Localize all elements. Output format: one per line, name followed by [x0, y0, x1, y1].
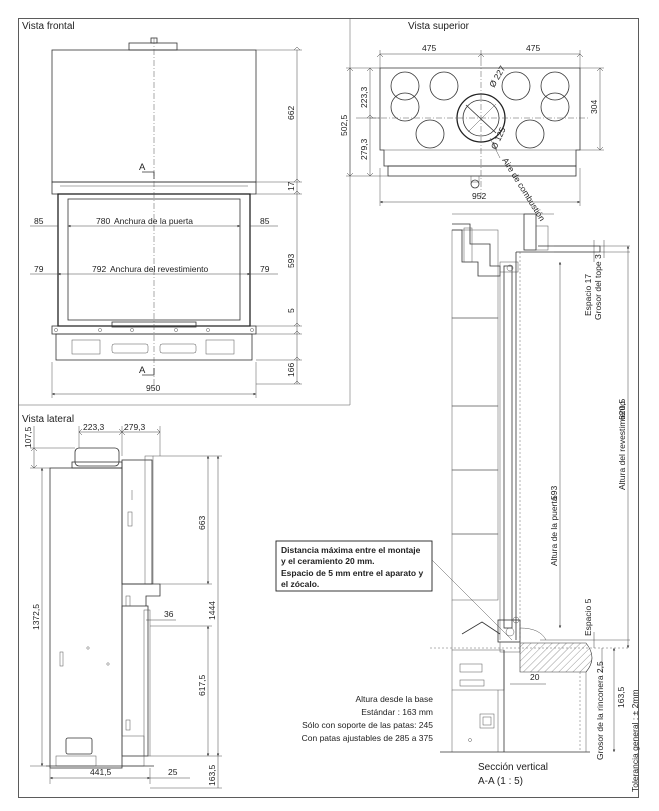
side-dim-25: 25 — [168, 767, 178, 777]
section-view: 620,5 Altura del revestimiento 593 Altur… — [275, 213, 640, 792]
base-note-standard: Estándar : 163 mm — [361, 707, 433, 717]
front-base-opening-2 — [111, 343, 149, 354]
section-note-line-3: Espacio de 5 mm entre el aparato y — [281, 568, 423, 578]
side-dim-1372-5: 1372,5 — [31, 604, 41, 630]
side-dim-663: 663 — [197, 516, 207, 530]
top-circle-5 — [390, 92, 420, 122]
section-door-height-value: 593 — [549, 486, 559, 500]
top-view-title: Vista superior — [408, 21, 470, 32]
top-circle-6 — [540, 92, 570, 122]
top-circle-2 — [429, 71, 459, 101]
section-cladding-height-value: 620,5 — [617, 398, 627, 420]
front-dim-662: 662 — [286, 106, 296, 120]
side-flue — [74, 447, 120, 467]
base-note-support: Sólo con soporte de las patas: 245 — [302, 720, 433, 730]
base-height-note: Altura desde la base Estándar : 163 mm S… — [302, 694, 434, 743]
front-dim-5: 5 — [286, 308, 296, 313]
side-front-lower — [121, 605, 149, 757]
side-dim-163-5: 163,5 — [207, 764, 217, 786]
section-corner-label: Grosor de la rinconera 2,5 — [595, 661, 605, 760]
top-front-strip — [387, 165, 577, 177]
top-body-outline — [379, 67, 581, 167]
section-door-height-label: Altura de la puerta — [549, 496, 559, 566]
front-base-opening-4 — [205, 339, 235, 355]
section-note-line-1: Distancia máxima entre el montaje — [281, 545, 421, 555]
side-rear-body — [49, 467, 123, 769]
top-circle-8 — [515, 119, 545, 149]
front-flue-collar — [128, 42, 178, 51]
section-note-line-4: el zócalo. — [281, 579, 319, 589]
front-door-glass — [67, 198, 241, 321]
front-dim-780: 780 — [96, 216, 110, 226]
side-dim-279-3: 279,3 — [124, 422, 146, 432]
front-dim-792: 792 — [92, 264, 106, 274]
front-base-opening-1 — [71, 339, 101, 355]
section-space-top-label: Espacio 17 — [583, 274, 593, 316]
front-dim-166: 166 — [286, 363, 296, 377]
top-circle-1 — [390, 71, 420, 101]
section-hearth — [519, 642, 593, 673]
base-note-adjustable: Con patas ajustables de 285 a 375 — [302, 733, 434, 743]
side-dim-617-5: 617,5 — [197, 674, 207, 696]
front-dim-left-79: 79 — [34, 264, 44, 274]
section-marker-bottom: A — [139, 365, 146, 376]
front-view-title: Vista frontal — [22, 21, 75, 32]
section-title: Sección vertical — [478, 762, 548, 773]
front-dim-593: 593 — [286, 254, 296, 268]
top-dim-475-right: 475 — [526, 43, 540, 53]
side-dim-36: 36 — [164, 609, 174, 619]
side-view: Vista lateral 223,3 279,3 — [22, 414, 222, 789]
side-dim-107-5: 107,5 — [23, 426, 33, 448]
front-dim-left-85: 85 — [34, 216, 44, 226]
top-circle-3 — [501, 71, 531, 101]
front-dim-right-85: 85 — [260, 216, 270, 226]
section-note-line-2: y el ceramiento 20 mm. — [281, 556, 375, 566]
section-note-box — [275, 540, 433, 592]
front-dim-950: 950 — [146, 383, 160, 393]
top-dim-279-3: 279,3 — [359, 138, 369, 160]
front-label-door-width: Anchura de la puerta — [114, 216, 193, 226]
section-ref: A-A (1 : 5) — [478, 776, 523, 787]
top-circle-4 — [540, 71, 570, 101]
section-dim-163-5: 163,5 — [616, 686, 626, 708]
section-marker-top-line — [142, 171, 155, 179]
side-view-title: Vista lateral — [22, 414, 74, 425]
section-space-bottom-label: Espacio 5 — [583, 598, 593, 636]
top-circle-7 — [415, 119, 445, 149]
top-view: Vista superior Ø 227 Ø 125 Aire de combu… — [339, 21, 604, 223]
front-base-opening-3 — [159, 343, 197, 354]
top-dim-952: 952 — [472, 191, 486, 201]
top-dim-223-3: 223,3 — [359, 86, 369, 108]
top-dim-304: 304 — [589, 100, 599, 114]
section-door-frame — [503, 265, 513, 629]
top-dim-475-left: 475 — [422, 43, 436, 53]
front-dim-right-79: 79 — [260, 264, 270, 274]
section-marker-top: A — [139, 162, 146, 173]
side-dim-223-3: 223,3 — [83, 422, 105, 432]
sheet-border — [18, 18, 639, 798]
side-dim-441-5: 441,5 — [90, 767, 112, 777]
top-diam-227: Ø 227 — [487, 64, 507, 89]
front-dim-17: 17 — [286, 181, 296, 191]
side-dim-1444: 1444 — [207, 601, 217, 620]
section-tolerance: Tolerancia general : ± 2mm — [630, 690, 640, 792]
front-view: Vista frontal A A 85 — [22, 21, 302, 398]
side-front-upper — [121, 459, 153, 585]
top-dim-502-5: 502,5 — [339, 114, 349, 136]
base-note-title: Altura desde la base — [356, 694, 434, 704]
side-bottom-box — [65, 737, 93, 755]
front-label-cladding-width: Anchura del revestimiento — [110, 264, 209, 274]
section-cladding-height-label: Altura del revestimiento — [617, 401, 627, 490]
section-dim-20: 20 — [530, 672, 540, 682]
section-top-thickness-label: Grosor del tope 3 — [593, 254, 603, 320]
